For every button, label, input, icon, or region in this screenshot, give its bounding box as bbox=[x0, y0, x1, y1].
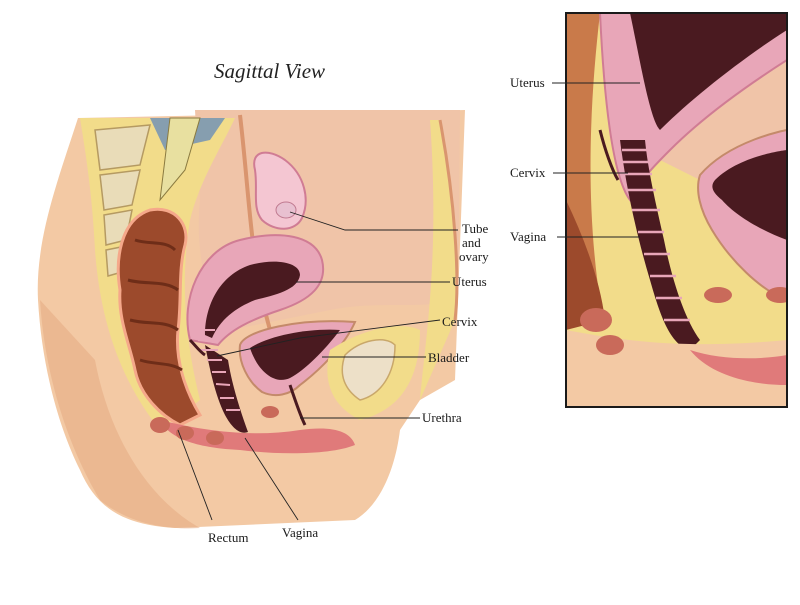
label-and: and bbox=[462, 235, 481, 250]
inset-muscles bbox=[580, 287, 787, 355]
inset-detail bbox=[566, 13, 787, 407]
label-tube: Tube bbox=[462, 221, 488, 236]
label-vagina: Vagina bbox=[282, 525, 318, 540]
inset-vagina bbox=[620, 140, 700, 350]
label-urethra: Urethra bbox=[422, 410, 462, 425]
label-bladder: Bladder bbox=[428, 350, 470, 365]
abdominal-wall bbox=[420, 120, 457, 400]
main-illustration bbox=[37, 110, 465, 529]
inset-leader-lines bbox=[552, 82, 640, 238]
label-cervix: Cervix bbox=[442, 314, 478, 329]
diagram-title: Sagittal View bbox=[214, 59, 325, 83]
inset-label-cervix: Cervix bbox=[510, 165, 546, 180]
urethra bbox=[288, 384, 307, 426]
label-ovary: ovary bbox=[459, 249, 489, 264]
uterine-cavity bbox=[205, 261, 300, 338]
sacral-vertebrae bbox=[94, 117, 225, 277]
inset-frame bbox=[565, 12, 788, 408]
label-rectum: Rectum bbox=[208, 530, 248, 545]
label-uterus: Uterus bbox=[452, 274, 487, 289]
inset-label-vagina: Vagina bbox=[510, 229, 546, 244]
main-leader-lines bbox=[177, 211, 458, 521]
inset-label-uterus: Uterus bbox=[510, 75, 545, 90]
skin-shadow bbox=[40, 300, 200, 529]
perineum bbox=[160, 420, 355, 454]
